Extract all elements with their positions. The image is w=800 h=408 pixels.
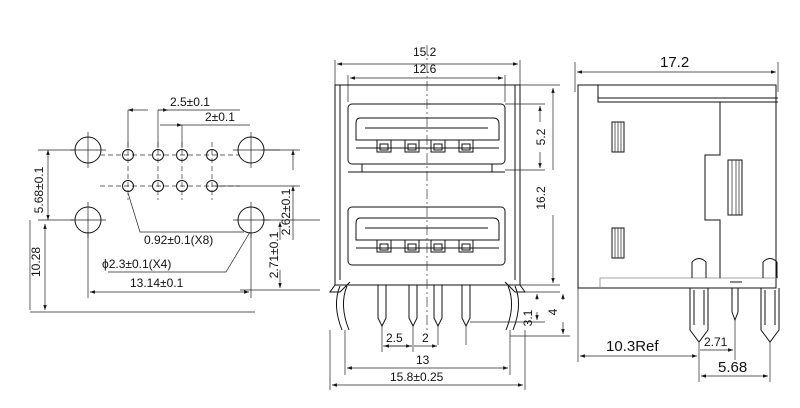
dim-side-2-71: 2.71 [704,335,728,349]
dim-front-height-16-2: 16.2 [534,186,548,210]
top-port-contacts [376,139,474,153]
pcb-footprint-view: 2.5±0.1 2±0.1 5.68±0.1 10.28 2.62±0.1 2.… [29,95,320,313]
dim-leg-length-4: 4 [546,308,560,315]
dim-vertical-5-68: 5.68±0.1 [32,166,46,213]
dim-vertical-2-71: 2.71±0.1 [267,231,281,278]
dim-pin-pitch-2: 2±0.1 [205,110,235,124]
dim-pin-pitch-front-2: 2 [422,331,429,345]
side-view: 17.2 10.3Ref [574,54,780,382]
dim-large-hole: ϕ2.3±0.1(X4) [102,257,171,271]
dim-pin-pitch-front-2-5: 2.5 [386,331,403,345]
dim-front-width-15-8: 15.8±0.25 [390,370,444,384]
pin-holes [122,149,218,192]
dim-horizontal-13-14: 13.14±0.1 [130,276,184,290]
dim-leg-spacing-13: 13 [416,353,430,367]
dim-small-hole: 0.92±0.1(X8) [144,233,213,247]
dim-side-5-68: 5.68 [718,359,747,376]
dim-ref-10-3: 10.3Ref [606,338,659,355]
dim-port-height-5-2: 5.2 [534,128,548,145]
dim-pin-pitch-2-5: 2.5±0.1 [170,95,210,109]
signal-pins [377,285,471,328]
dim-front-width-15-2: 15.2 [413,45,437,59]
dim-front-width-12-6: 12.6 [413,62,437,76]
dim-vertical-2-62: 2.62±0.1 [279,188,293,235]
side-pins [689,258,780,343]
dim-side-depth-17-2: 17.2 [660,54,689,71]
dim-vertical-10-28: 10.28 [29,247,43,277]
bottom-port-contacts [376,239,474,253]
front-view: 15.2 12.6 [329,45,570,390]
dim-pin-length-3-1: 3.1 [521,309,535,326]
